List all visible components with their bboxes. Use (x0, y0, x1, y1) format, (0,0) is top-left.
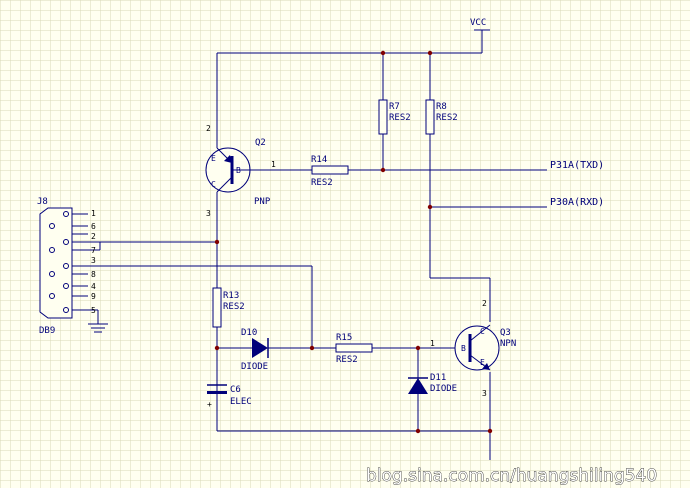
r14-pin: 1 (271, 160, 276, 169)
resistor-r15[interactable]: R15 RES2 1 (335, 333, 435, 365)
junction-dots (214, 50, 493, 434)
d10-value: DIODE (241, 362, 268, 372)
junction-dot (415, 345, 421, 351)
resistor-r13[interactable]: R13 RES2 (212, 287, 245, 328)
q3-pin-emitter: 3 (482, 389, 487, 398)
diode-d11[interactable]: D11 DIODE (408, 373, 457, 394)
q2-base-label: B (236, 166, 241, 175)
transistor-q3[interactable]: B C E Q3 NPN 2 3 (454, 299, 516, 398)
j8-pin-circle (49, 223, 55, 229)
junction-dot (427, 204, 433, 210)
j8-pin-circle (49, 293, 55, 299)
j8-pin-label: 8 (91, 270, 96, 279)
q3-collector-label: C (480, 327, 485, 336)
d11-ref: D11 (430, 373, 446, 383)
ground-symbol (88, 323, 108, 333)
j8-pin-label: 3 (91, 256, 96, 265)
r15-value: RES2 (336, 355, 358, 365)
r13-value: RES2 (223, 302, 245, 312)
r14-ref: R14 (311, 155, 327, 165)
j8-pin-label: 2 (91, 232, 96, 241)
r15-pin: 1 (430, 339, 435, 348)
q2-emitter-label: E (211, 154, 216, 163)
j8-pin-circle (63, 211, 69, 217)
q3-pin-collector: 2 (482, 299, 487, 308)
r15-ref: R15 (336, 333, 352, 343)
junction-dot (214, 345, 220, 351)
j8-pin-label: 5 (91, 306, 96, 315)
port-txd-label: P31A(TXD) (550, 160, 604, 171)
c6-value: ELEC (230, 397, 252, 407)
r8-ref: R8 (436, 102, 447, 112)
j8-pin-label: 6 (91, 222, 96, 231)
j8-pin-label: 4 (91, 282, 96, 291)
junction-dot (487, 428, 493, 434)
q3-ref: Q3 (500, 328, 511, 338)
resistor-r8[interactable]: R8 RES2 (425, 99, 458, 135)
j8-pin-circle (63, 307, 69, 313)
d11-value: DIODE (430, 384, 457, 394)
r13-ref: R13 (223, 291, 239, 301)
d10-ref: D10 (241, 328, 257, 338)
junction-dot (427, 50, 433, 56)
vcc-label: VCC (470, 18, 486, 28)
junction-dot (380, 50, 386, 56)
q2-pin-emitter: 2 (206, 124, 211, 133)
connector-j8[interactable]: J8 DB9 1 6 2 7 3 8 4 9 5 (37, 197, 96, 336)
j8-pin-label: 1 (91, 209, 96, 218)
diode-d10[interactable]: D10 DIODE (241, 328, 269, 372)
junction-dot (415, 428, 421, 434)
j8-pins (49, 211, 69, 313)
q2-pin-collector: 3 (206, 209, 211, 218)
junction-dot (214, 239, 220, 245)
q3-emitter-label: E (480, 358, 485, 367)
j8-pin-circle (49, 247, 55, 253)
j8-name: DB9 (39, 326, 55, 336)
r7-ref: R7 (389, 102, 400, 112)
q3-base-label: B (461, 344, 466, 353)
junction-dot (309, 345, 315, 351)
j8-pin-circle (63, 283, 69, 289)
c6-ref: C6 (230, 385, 241, 395)
watermark-text: blog.sina.com.cn/huangshiling540 (366, 466, 657, 486)
j8-ref: J8 (37, 197, 48, 207)
port-rxd-label: P30A(RXD) (550, 197, 604, 208)
q2-ref: Q2 (255, 138, 266, 148)
j8-pin-label: 7 (91, 246, 96, 255)
j8-pin-circle (63, 239, 69, 245)
r8-value: RES2 (436, 113, 458, 123)
vcc-symbol: VCC (470, 18, 490, 31)
transistor-q2[interactable]: B E C Q2 PNP 2 3 (205, 124, 271, 218)
j8-pin-label: 9 (91, 292, 96, 301)
r14-value: RES2 (311, 178, 333, 188)
q2-type: PNP (254, 197, 271, 207)
r7-value: RES2 (389, 113, 411, 123)
c6-plus: + (207, 400, 212, 409)
q3-type: NPN (500, 339, 516, 349)
j8-pin-circle (63, 263, 69, 269)
resistor-r14[interactable]: R14 RES2 1 (271, 155, 349, 188)
j8-pin-circle (49, 271, 55, 277)
q2-collector-label: C (211, 180, 216, 189)
capacitor-c6[interactable]: C6 ELEC + (207, 384, 252, 431)
resistor-r7[interactable]: R7 RES2 (378, 99, 411, 135)
junction-dot (380, 167, 386, 173)
